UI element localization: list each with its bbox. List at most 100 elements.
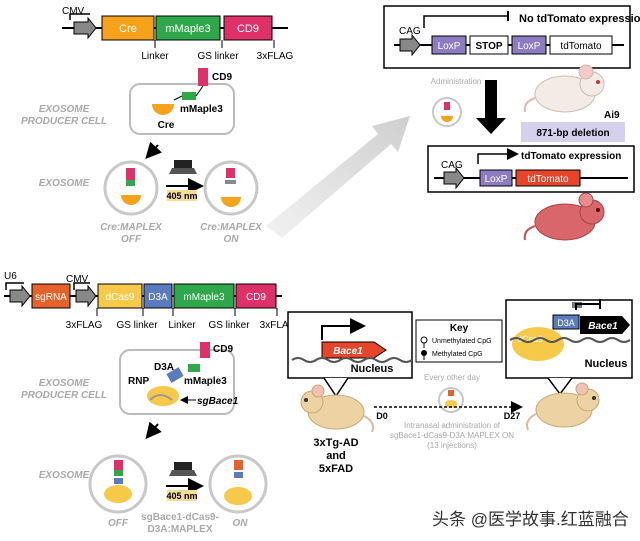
ad-left-nucleus-label: Nucleus [351,363,394,375]
bottom-name-line1: sgBace1-dCas9- [141,512,219,523]
bottom-linker-label: Linker [168,320,196,331]
top-segment-cre [101,15,155,41]
top-producer-cell-box [129,83,235,135]
ad-right-bace1-label: Bace1 [588,321,618,332]
ad-right-nucleus-label: Nucleus [585,358,628,370]
ai9-expr-tdtomato [515,169,581,187]
watermark-text: 头条 @医学故事.红蓝融合 [432,510,629,529]
top-off-label-line2: OFF [121,234,142,245]
bottom-3xflag-label-1: 3xFLAG [66,320,103,331]
ai9-expr-cag-label: CAG [441,160,463,171]
top-producer-cell: EXOSOME PRODUCER CELL CD9 mMaple3 Cre [21,68,235,135]
ai9-loxp-1-label: LoxP [438,41,461,52]
bottom-gs-linker-label-2: GS linker [208,320,250,331]
bottom-sgbace1-label: sgBace1 [197,396,239,407]
top-exosome-off [103,160,159,216]
bottom-d3a-label: D3A [154,362,174,373]
bottom-segment-cd9 [235,283,277,309]
ad-mouse-label-line1: 3xTg-AD [313,437,358,449]
top-405nm-badge [167,190,197,201]
top-linker-label: Linker [141,51,169,62]
bottom-3xflag-label-2: 3xFLAG [260,320,297,331]
bottom-gs-linker-label-1: GS linker [116,320,158,331]
top-producer-label-line2: PRODUCER CELL [21,116,107,127]
bottom-construct: U6 CMV sgRNA dCas9 D3A mMaple3 CD9 3xFLA… [4,271,297,331]
ad-left-bace1-label: Bace1 [333,346,363,357]
top-3xflag-label: 3xFLAG [257,51,294,62]
ad-model-right: Bace1 D3A dCas9 Nucleus [505,299,633,431]
top-segment-cd9-label: CD9 [237,23,259,35]
ai9-tdtomato-off [549,35,613,55]
top-off-label-line1: Cre:MAPLEX [100,222,163,233]
top-segment-mmaple3 [155,15,221,41]
bottom-segment-d3a-label: D3A [148,292,168,303]
administration-gray-arrow [266,116,410,238]
ad-key-methylated: Methylated CpG [432,351,483,358]
ai9-down-arrow [476,80,506,134]
ai9-white-mouse [523,64,605,113]
ad-route-line1: Intranasal administration of [404,421,501,430]
ad-key-unmethylated: Unmethylated CpG [432,338,492,345]
top-exosome-label: EXOSOME [39,178,90,189]
ad-tan-mouse-left [300,384,374,433]
top-segment-cd9 [223,15,273,41]
top-on-label-line2: ON [224,234,240,245]
bottom-producer-cell: EXOSOME PRODUCER CELL CD9 D3A mMaple3 RN… [21,342,239,415]
ai9-loxp-2 [511,35,547,55]
top-segment-cre-label: Cre [119,23,137,35]
top-cre-label: Cre [158,120,175,131]
ai9-loxp-1 [431,35,467,55]
bottom-lamp-icon [174,462,192,470]
bottom-segment-mmaple3 [173,283,235,309]
bottom-segment-dcas9-label: dCas9 [106,292,135,303]
bottom-segment-cd9-label: CD9 [246,292,266,303]
ad-timeline: Every other day D0 D27 Intranasal admini… [374,373,523,450]
bottom-segment-mmaple3-label: mMaple3 [183,292,225,303]
top-cmv-promoter-arrow [73,16,97,40]
top-mmaple3-label: mMaple3 [180,104,223,115]
top-construct: CMV Cre mMaple3 CD9 Linker GS linker 3xF… [62,6,294,62]
bottom-name-line2: D3A:MAPLEX [147,524,212,535]
ad-right-bace1-arrow [580,316,630,334]
bottom-cmv-label: CMV [66,274,89,285]
top-cd9-block [198,68,208,86]
bottom-off-label: OFF [108,518,129,529]
administration-label: Administration [431,77,482,86]
bottom-segment-d3a [143,283,173,309]
ad-d27-label: D27 [504,411,521,421]
ad-right-d3a-label: D3A [557,318,575,328]
bottom-segment-sgrna-label: sgRNA [35,292,67,303]
top-producer-label-line1: EXOSOME [39,104,90,115]
ad-model-left: Bace1 Nucleus 3xTg-AD and 5xFAD [287,311,413,475]
top-405nm-label: 405 nm [166,191,197,201]
deletion-badge [521,122,625,142]
top-gs-linker-label: GS linker [197,51,239,62]
ad-left-bace1-arrow [321,341,387,359]
bottom-exosome-on [208,454,268,514]
deletion-label: 871-bp deletion [536,128,609,139]
ad-every-other-day: Every other day [424,373,480,382]
bottom-on-label: ON [233,518,249,529]
ai9-mouse-label: Ai9 [604,110,620,121]
top-cd9-label: CD9 [212,72,232,83]
bottom-405nm-label: 405 nm [166,491,197,501]
bottom-producer-label-line1: EXOSOME [39,378,90,389]
ad-right-dcas9-label: dCas9 [517,334,543,344]
top-cmv-label: CMV [62,6,85,17]
ai9-tdtomato-off-label: tdTomato [560,41,602,52]
top-lamp-icon [174,160,192,168]
ad-mouse-label-line3: 5xFAD [319,463,353,475]
bottom-exosome-row: EXOSOME 405 nm OFF sgBace1-dCas9- D3A:MA… [39,421,268,535]
top-segment-mmaple3-label: mMaple3 [165,23,210,35]
ad-right-dcas9-shape [512,327,564,361]
ad-mouse-label-line2: and [326,450,346,462]
top-exosome-row: EXOSOME 405 nm Cre:MAPLEX OFF Cre:MAPLEX… [39,141,263,245]
top-on-label-line1: Cre:MAPLEX [200,222,263,233]
bottom-producer-label-line2: PRODUCER CELL [21,390,107,401]
ai9-expression-title: tdTomato expression [521,151,621,162]
ai9-red-mouse [523,192,605,241]
ai9-panel: CAG No tdTomato expression LoxP STOP Lox… [383,5,640,241]
top-cre-shape [152,104,174,115]
administration-exosome [432,97,462,127]
